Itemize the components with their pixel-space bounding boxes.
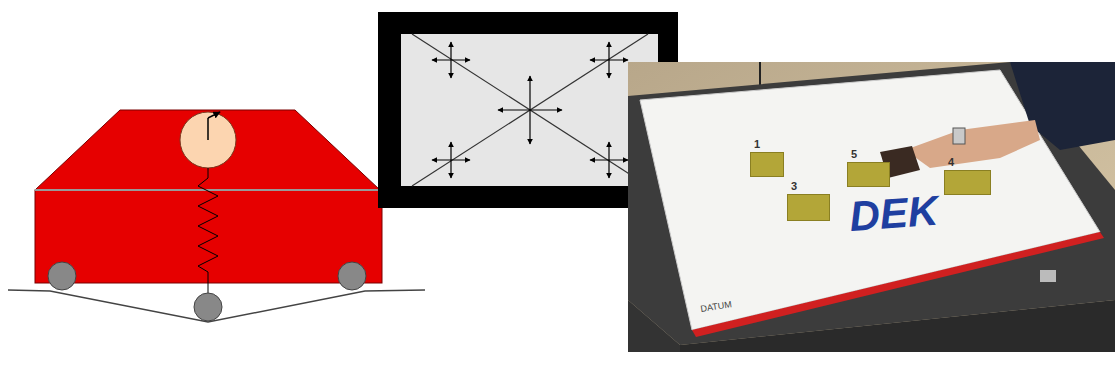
pad-square	[750, 152, 784, 177]
callout-number: 4	[948, 156, 954, 168]
pad-square	[787, 194, 830, 221]
pad-region: 3	[787, 180, 830, 221]
surface-plate-photo	[628, 62, 1115, 352]
pad-region: 4	[944, 156, 991, 195]
pad-square	[847, 162, 890, 187]
pad-region: 1	[750, 138, 784, 177]
pad-region: 5	[847, 148, 890, 187]
callout-number: 3	[791, 180, 797, 192]
gauge-carriage	[8, 110, 425, 322]
logo-text: DEK	[848, 190, 939, 238]
callout-number: 1	[754, 138, 760, 150]
pad-square	[944, 170, 991, 195]
callout-number: 5	[851, 148, 857, 160]
